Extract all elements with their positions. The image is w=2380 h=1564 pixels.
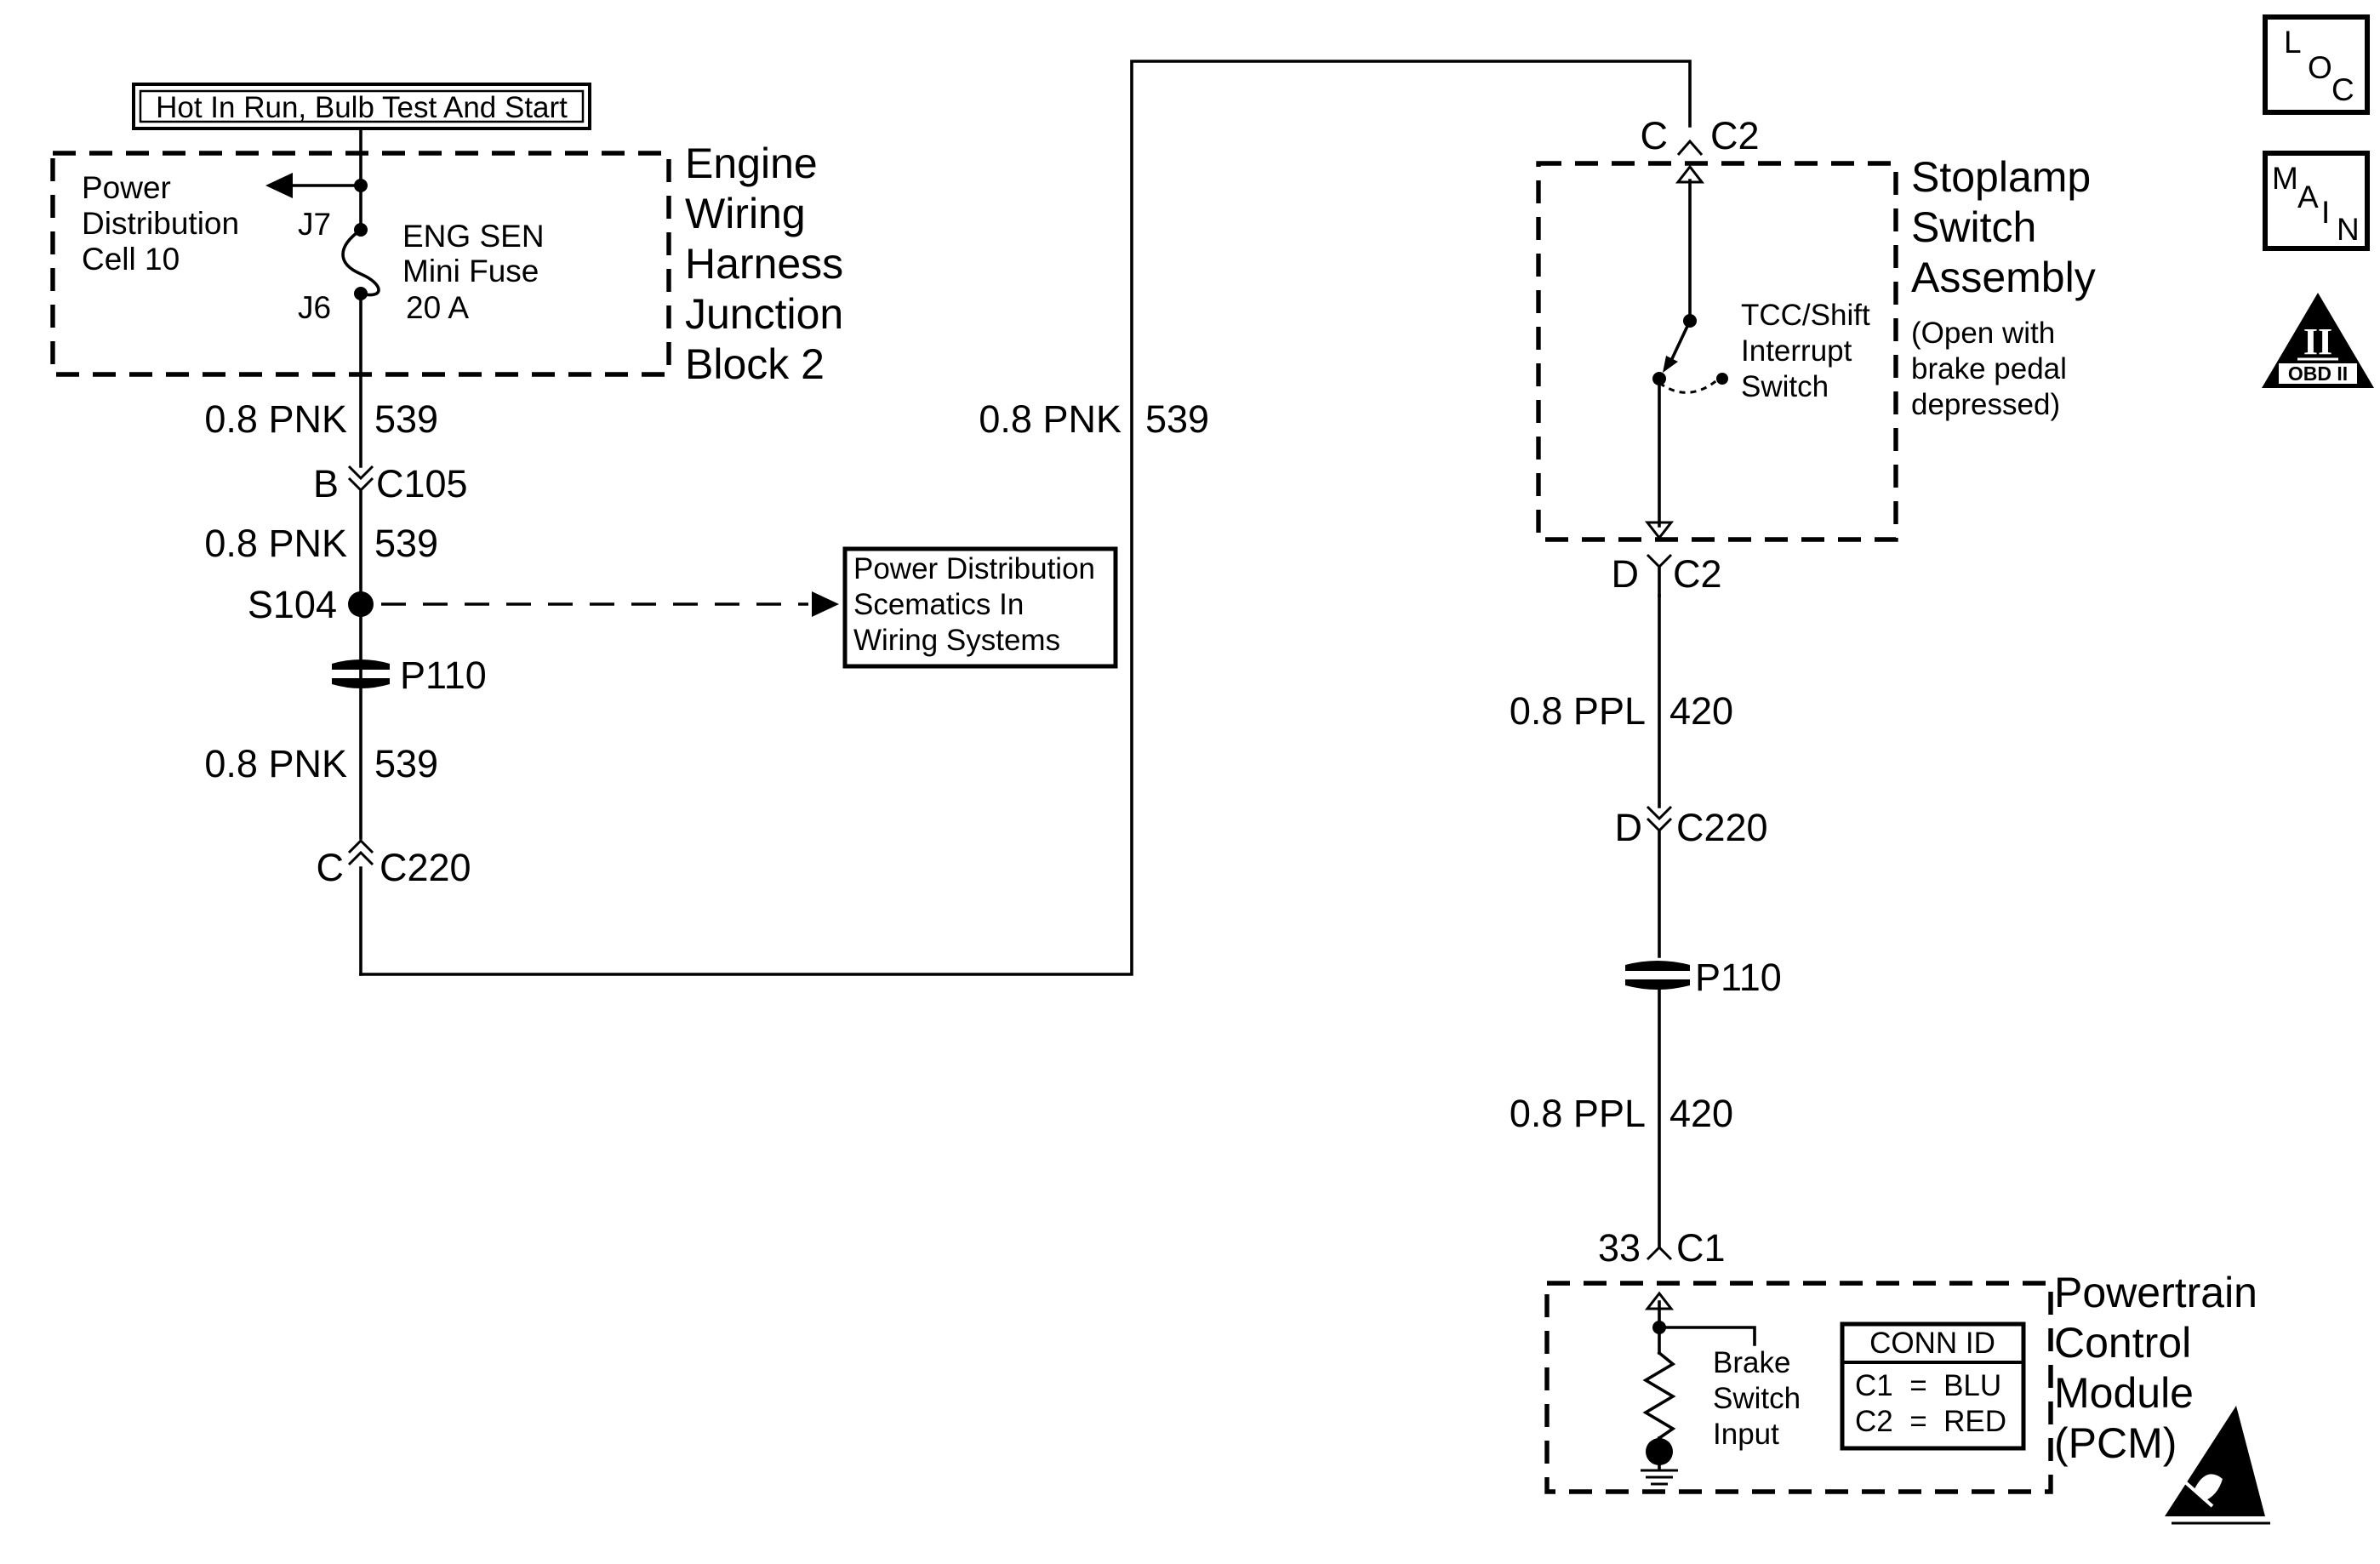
splice-s104 [348,591,374,617]
svg-text:I: I [2321,195,2330,230]
pcm-outline [1544,1281,2053,1494]
right-circuit: 0.8 PPL 420 D C220 P110 0.8 PPL 420 33 C… [1510,594,1782,1270]
connector-c2-bottom-symbol [1646,553,1673,569]
switch-label: TCC/Shift Interrupt Switch [1741,299,1878,403]
fuse-label: ENG SEN Mini Fuse 20 A [402,219,553,325]
connector-c220-right-symbol [1646,805,1673,833]
svg-text:M: M [2272,161,2298,196]
junction-block: Engine Wiring Harness Junction Block 2 P… [50,140,855,388]
connector-c2-top-symbol [1676,139,1704,156]
middle-wire-number: 539 [1145,397,1209,441]
power-source: Hot In Run, Bulb Test And Start [132,83,591,130]
main-icon: M A I N [2263,151,2370,251]
arrow-down-icon [1644,521,1675,540]
conn-id-table: CONN ID C1 = BLU C2 = RED [1840,1321,2026,1451]
terminal-j6: J6 [298,290,331,325]
pcm: Brake Switch Input CONN ID C1 = BLU C2 =… [1544,1269,2270,1525]
connector-c220-right-pin: D [1615,806,1643,849]
reference-box-text: Power Distribution Scematics In Wiring S… [853,552,1104,657]
conn-id-row-1: C1 = BLU [1855,1369,2001,1402]
pcm-name: Powertrain Control Module (PCM) [2054,1269,2269,1467]
svg-text:A: A [2297,180,2319,214]
left-circuit: 0.8 PNK 539 B C105 0.8 PNK 539 S104 P110… [204,127,839,976]
connector-c2-top-pin: C [1641,114,1669,157]
ground-icon [1641,1462,1678,1486]
left-wire-1-color: 0.8 PNK [204,397,347,441]
arrow-right-icon [812,591,839,617]
conn-id-title: CONN ID [1869,1327,1995,1360]
power-distribution-cell-label: Power Distribution Cell 10 [82,170,248,277]
middle-wire-color: 0.8 PNK [979,397,1122,441]
connector-c220-left-symbol [347,838,374,866]
fuse-symbol [341,227,380,297]
connector-c2-bottom-pin: D [1612,552,1640,596]
connector-c2-bottom-name: C2 [1673,552,1722,596]
left-wire-2-color: 0.8 PNK [204,522,347,565]
connector-c220-left-name: C220 [380,846,471,889]
svg-text:L: L [2284,25,2302,60]
svg-text:O: O [2308,50,2332,85]
passthrough-p110-right-symbol [1625,961,1690,990]
right-wire-1-number: 420 [1669,689,1733,733]
stoplamp-switch-name: Stoplamp Switch Assembly [1911,153,2103,301]
connector-c220-left-pin: C [317,846,345,889]
connector-c1-name: C1 [1676,1226,1726,1270]
left-wire-3-color: 0.8 PNK [204,742,347,785]
connector-c105-name: C105 [376,462,468,505]
loc-icon: L O C [2263,14,2370,115]
resistor-symbol [1642,1350,1676,1441]
stoplamp-switch-note: (Open with brake pedal depressed) [1911,317,2075,421]
terminal-j7: J7 [298,207,331,242]
svg-text:N: N [2337,212,2360,247]
esd-warning-icon [2165,1406,2270,1525]
passthrough-p110-right-label: P110 [1695,956,1782,999]
left-wire-3-number: 539 [374,742,438,785]
connector-c105-symbol [347,465,374,493]
right-wire-2-number: 420 [1669,1092,1733,1135]
power-source-label: Hot In Run, Bulb Test And Start [156,91,568,124]
connector-c1-pin: 33 [1598,1226,1641,1270]
obd-ii-label: OBD II [2288,362,2348,385]
conn-id-row-2: C2 = RED [1855,1405,2006,1438]
pcm-input-label: Brake Switch Input [1713,1346,1809,1451]
connector-c1-symbol [1646,1245,1673,1261]
passthrough-p110-label: P110 [400,654,487,697]
obd-ii-roman: II [2303,321,2332,362]
connector-c220-right-name: C220 [1676,806,1768,849]
connector-c2-top-name: C2 [1710,114,1760,157]
middle-circuit: 0.8 PNK 539 [359,60,1692,976]
connector-c105-pin: B [313,462,339,505]
switch-blade-arc [1658,377,1720,394]
svg-text:C: C [2331,72,2354,107]
splice-s104-label: S104 [248,583,337,626]
left-wire-2-number: 539 [374,522,438,565]
reference-box: Power Distribution Scematics In Wiring S… [842,546,1118,669]
arrow-up-icon [1644,1291,1675,1310]
left-wire-1-number: 539 [374,397,438,441]
obd-ii-icon: II OBD II [2262,293,2374,388]
arrow-up-icon [1675,164,1705,184]
arrow-left-icon [265,173,293,198]
right-wire-2-color: 0.8 PPL [1510,1092,1646,1135]
stoplamp-switch-assembly: C C2 TCC/Shift Interrupt Switch Stoplamp… [1536,114,2103,597]
right-wire-1-color: 0.8 PPL [1510,689,1646,733]
junction-block-name: Engine Wiring Harness Junction Block 2 [685,140,855,388]
passthrough-p110-symbol [332,659,390,688]
